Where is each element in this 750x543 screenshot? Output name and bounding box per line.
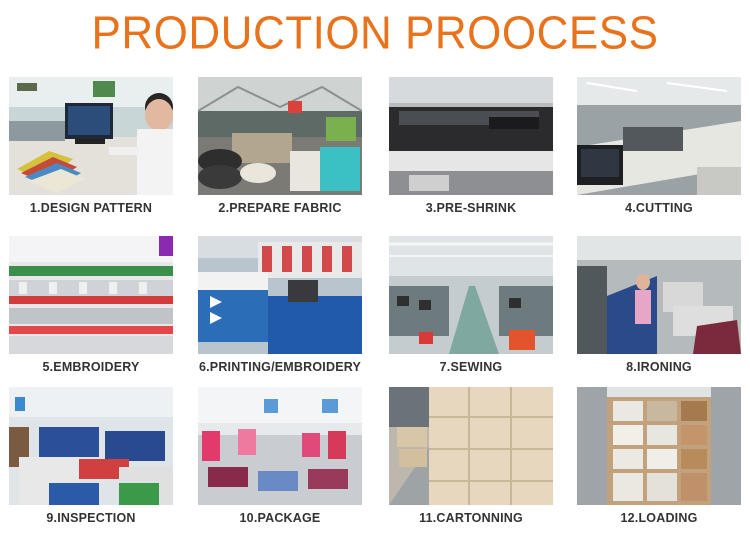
step-label: 4.CUTTING: [625, 201, 693, 215]
cutting-photo: [577, 77, 741, 195]
page-title: PRODUCTION PROOCESS: [91, 7, 659, 60]
package-photo: [198, 387, 362, 505]
step-label: 11.CARTONNING: [419, 511, 523, 525]
step-label: 7.SEWING: [439, 360, 503, 374]
cartonning-photo: [389, 387, 553, 505]
step-label: 5.EMBROIDERY: [42, 360, 140, 374]
design-pattern-photo: [9, 77, 173, 195]
step-label: 12.LOADING: [620, 511, 698, 525]
loading-photo: [577, 387, 741, 505]
step-label: 1.DESIGN PATTERN: [29, 201, 153, 215]
sewing-photo: [389, 236, 553, 354]
prepare-fabric-photo: [198, 77, 362, 195]
inspection-photo: [9, 387, 173, 505]
step-label: 9.INSPECTION: [46, 511, 136, 525]
step-label: 10.PACKAGE: [239, 511, 321, 525]
printing-embroidery-photo: [198, 236, 362, 354]
pre-shrink-photo: [389, 77, 553, 195]
step-label: 6.PRINTING/EMBROIDERY: [198, 360, 362, 374]
ironing-photo: [577, 236, 741, 354]
step-label: 8.IRONING: [626, 360, 692, 374]
step-label: 2.PREPARE FABRIC: [218, 201, 342, 215]
embroidery-photo: [9, 236, 173, 354]
step-label: 3.PRE-SHRINK: [425, 201, 517, 215]
